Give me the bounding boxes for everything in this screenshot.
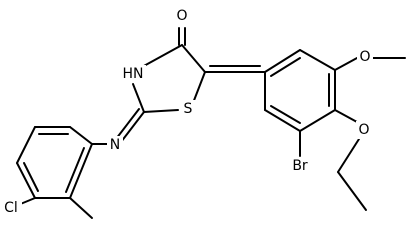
bond-ar-inner-3	[270, 105, 301, 124]
molecule-structure-diagram: O HN S N O O Br Cl	[0, 7, 406, 219]
imine-nitrogen-label: N	[110, 137, 120, 153]
nh-label: HN	[123, 66, 144, 82]
bond-ar-methoxy-o	[334, 57, 358, 71]
bond-lar3-lar4	[16, 126, 36, 164]
bond-lines	[16, 27, 406, 219]
ring-sulfur-label: S	[184, 101, 193, 117]
bond-ethoxy-ch2-ch3	[337, 171, 367, 211]
bond-lar-inner-3	[65, 147, 85, 193]
bond-ar2-ar3	[299, 49, 336, 71]
methoxy-oxygen-bg	[357, 48, 373, 66]
bond-n3-c4	[141, 44, 183, 68]
bond-ar4-ar5	[299, 109, 336, 132]
bond-lar1-lar2	[69, 126, 93, 145]
bond-ar1-ar2	[264, 49, 301, 73]
bond-lar-inner-2	[23, 162, 39, 192]
bond-ar5-ar6	[264, 109, 301, 132]
bond-c5-s1	[192, 71, 206, 104]
ethoxy-oxygen-label: O	[358, 122, 369, 138]
ethoxy-oxygen-bg	[356, 121, 372, 139]
bromine-bg	[287, 157, 313, 175]
imine-nitrogen-bg	[107, 136, 123, 154]
bond-imine-double-a	[120, 111, 145, 143]
bond-c4-c5	[181, 44, 206, 73]
chlorine-label: Cl	[4, 200, 18, 216]
bond-ethoxy-o-ch2	[337, 138, 360, 173]
methoxy-oxygen-label: O	[359, 49, 370, 65]
chlorine-bg	[0, 199, 22, 217]
bond-imine-double-b	[115, 108, 140, 140]
bond-lar-methyl	[69, 197, 93, 219]
bond-lar4-lar5	[16, 162, 36, 199]
bond-ar-inner-1	[270, 57, 301, 77]
bromine-label: Br	[292, 158, 308, 174]
bond-ar-ethoxy-o	[334, 109, 358, 123]
carbonyl-oxygen-bg	[175, 7, 191, 25]
bond-lar6-lar1	[69, 143, 93, 199]
bond-c2-n3	[132, 83, 145, 113]
nh-bg	[120, 65, 146, 83]
carbonyl-oxygen-label: O	[176, 8, 187, 24]
bond-s1-c2	[143, 109, 179, 113]
atom-labels: O HN S N O O Br Cl	[0, 7, 373, 217]
ring-sulfur-bg	[180, 100, 196, 118]
